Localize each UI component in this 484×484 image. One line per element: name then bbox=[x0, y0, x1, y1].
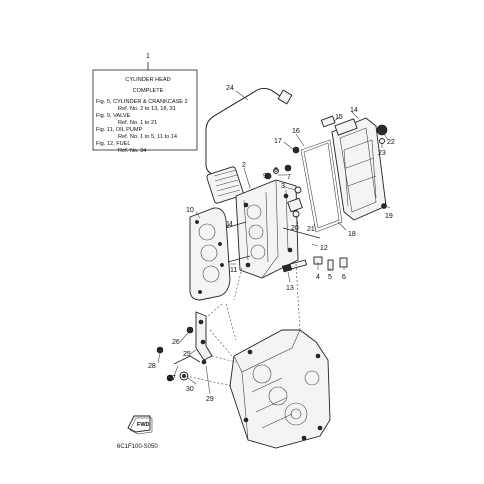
bracket-part-25 bbox=[195, 311, 213, 361]
legend-line-5: Ref. No. 1 to 21 bbox=[118, 120, 157, 126]
small-parts-3-to-6 bbox=[294, 186, 348, 271]
head-cover-part-14 bbox=[320, 115, 388, 221]
callout-14: 14 bbox=[350, 107, 358, 114]
cover-gasket-part-16 bbox=[300, 139, 343, 233]
callout-10: 10 bbox=[186, 207, 194, 214]
callout-8: 8 bbox=[274, 167, 278, 174]
callout-2: 2 bbox=[242, 162, 246, 169]
callout-12: 12 bbox=[320, 245, 328, 252]
callout-24: 24 bbox=[226, 85, 234, 92]
callout-28: 28 bbox=[148, 363, 156, 370]
callout-17: 17 bbox=[274, 138, 282, 145]
callout-23: 23 bbox=[378, 150, 386, 157]
legend-line-7: Ref. No. 1 to 5, 11 to 14 bbox=[118, 134, 177, 140]
fwd-label: FWD bbox=[137, 422, 150, 428]
legend-line-6: Fig. 11, OIL PUMP bbox=[96, 127, 143, 133]
legend-line-4: Fig. 9, VALVE bbox=[96, 113, 131, 119]
callout-30: 30 bbox=[186, 386, 194, 393]
cylinder-head-part-2 bbox=[225, 179, 321, 279]
callout-27: 27 bbox=[168, 375, 176, 382]
callouts: 1 2 3 4 5 6 7 8 9 10 11 11 12 13 14 15 1… bbox=[146, 53, 395, 403]
callout-5: 5 bbox=[328, 274, 332, 281]
leader-lines bbox=[157, 90, 391, 395]
callout-1: 1 bbox=[146, 53, 150, 60]
sensor-part-13 bbox=[281, 259, 308, 273]
connection-lines bbox=[185, 263, 301, 387]
callout-18: 18 bbox=[348, 231, 356, 238]
callout-25: 25 bbox=[183, 351, 191, 358]
hose-part-24 bbox=[205, 88, 293, 204]
callout-26: 26 bbox=[172, 339, 180, 346]
callout-13: 13 bbox=[286, 285, 294, 292]
small-parts-26-to-30 bbox=[156, 326, 207, 382]
legend-box: CYLINDER HEAD COMPLETE Fig. 5, CYLINDER … bbox=[92, 62, 198, 154]
gasket-part-10 bbox=[189, 207, 231, 301]
legend-line-8: Fig. 12, FUEL bbox=[96, 141, 131, 147]
callout-21: 21 bbox=[307, 226, 315, 233]
legend-line-0: CYLINDER HEAD bbox=[125, 77, 170, 83]
legend-line-3: Ref. No. 2 to 13, 18, 31 bbox=[118, 106, 176, 112]
callout-9: 9 bbox=[263, 173, 267, 180]
callout-6: 6 bbox=[342, 274, 346, 281]
callout-4: 4 bbox=[316, 274, 320, 281]
callout-3: 3 bbox=[281, 183, 285, 190]
callout-29: 29 bbox=[206, 396, 214, 403]
crankcase-block bbox=[229, 329, 331, 449]
legend-line-1: COMPLETE bbox=[133, 88, 164, 94]
callout-7: 7 bbox=[287, 174, 291, 181]
callout-19: 19 bbox=[385, 213, 393, 220]
small-parts-7-8-9-17 bbox=[264, 146, 300, 180]
legend-line-9: Ref. No. 34 bbox=[118, 148, 146, 154]
fwd-arrow-icon: FWD bbox=[127, 415, 153, 435]
callout-22: 22 bbox=[387, 139, 395, 146]
callout-11a: 11 bbox=[226, 221, 233, 228]
callout-15: 15 bbox=[335, 114, 343, 121]
callout-16: 16 bbox=[292, 128, 300, 135]
legend-line-2: Fig. 5, CYLINDER & CRANKCASE 2 bbox=[96, 99, 188, 105]
callout-11b: 11 bbox=[230, 267, 237, 274]
figure-code: 6C1F100-S050 bbox=[117, 444, 158, 450]
callout-20: 20 bbox=[291, 225, 299, 232]
